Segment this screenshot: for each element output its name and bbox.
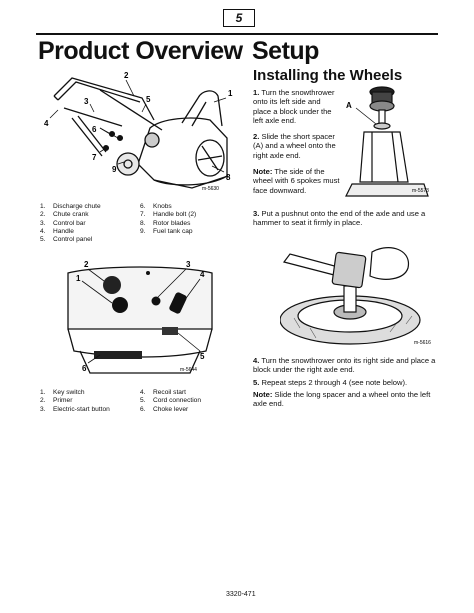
key-switch (112, 297, 128, 313)
setup-title: Setup (252, 37, 319, 65)
fig1-callout-2: 2 (124, 71, 129, 80)
panel-outline (67, 266, 213, 330)
snowthrower-body-side (359, 131, 409, 183)
legend-item: 1.Key switch (40, 389, 85, 396)
choke-lever (94, 351, 142, 359)
fig1-callout-5: 5 (146, 95, 151, 104)
product-overview-title: Product Overview (38, 37, 243, 65)
chute-outline (181, 90, 223, 127)
legend-overview-col2: 6.Knobs 7.Handle bolt (2) 8.Rotor blades… (140, 203, 196, 236)
legend-item: 1.Discharge chute (40, 203, 101, 210)
support-block (345, 183, 429, 197)
legend-item: 3.Electric-start button (40, 405, 110, 413)
fig1-callout-4: 4 (44, 119, 49, 128)
legend-item: 6.Choke lever (140, 405, 189, 413)
fig2-callout-5: 5 (200, 352, 205, 361)
legend-item: 7.Handle bolt (2) (140, 211, 197, 219)
installing-wheels-subtitle: Installing the Wheels (253, 67, 403, 84)
step-5: 5. Repeat steps 2 through 4 (see note be… (253, 378, 408, 387)
fig2-callout-3: 3 (186, 260, 191, 269)
page-number: 5 (223, 9, 255, 27)
fig1-callout-8: 8 (226, 173, 231, 182)
primer-knob (103, 276, 121, 294)
legend-item: 9.Fuel tank cap (140, 227, 193, 235)
step-4: 4. Turn the snowthrower onto its right s… (253, 356, 436, 375)
step-1: 1. Turn the snowthrower onto its left si… (253, 88, 335, 126)
fig2-callout-4: 4 (200, 270, 205, 279)
legend-panel-col2: 4.Recoil start 5.Cord connection 6.Choke… (140, 389, 201, 414)
handle-outline (53, 77, 155, 121)
step-2: 2. Slide the short spacer (A) and a whee… (253, 132, 336, 160)
fig4-tag: m-5616 (414, 340, 431, 346)
fig2-callout-2: 2 (84, 260, 89, 269)
note-2: Note: Slide the long spacer and a wheel … (253, 390, 431, 409)
electric-start-button (151, 296, 161, 306)
legend-item: 4.Handle (40, 227, 74, 235)
legend-item: 4.Recoil start (140, 389, 186, 396)
legend-overview-col1: 1.Discharge chute 2.Chute crank 3.Contro… (40, 203, 101, 244)
legend-item: 3.Control bar (40, 219, 86, 227)
recoil-start-handle (169, 292, 187, 314)
legend-item: 5.Control panel (40, 236, 93, 244)
fig1-callout-6: 6 (92, 125, 97, 134)
fig1-callout-9: 9 (112, 165, 117, 174)
figure-wheel-on-axle: A m-5573 (342, 84, 440, 200)
fig1-callout-3: 3 (84, 97, 89, 106)
fig3-tag: m-5573 (412, 188, 429, 194)
legend-item: 8.Rotor blades (140, 219, 191, 227)
legend-panel-col1: 1.Key switch 2.Primer 3.Electric-start b… (40, 389, 110, 414)
legend-item: 2.Chute crank (40, 211, 89, 219)
fig1-callout-7: 7 (92, 153, 97, 162)
fig2-tag: m-5644 (180, 367, 197, 373)
figure-hammer-pushnut: m-5616 (280, 232, 440, 350)
figure-snowthrower-overview: 1 2 3 4 5 6 7 8 9 m-5630 (42, 68, 237, 193)
hand (369, 247, 409, 280)
legend-item: 6.Knobs (140, 203, 172, 210)
fig2-callout-6: 6 (82, 364, 87, 373)
legend-item: 5.Cord connection (140, 397, 202, 405)
footer-document-code: 3320-471 (226, 591, 256, 598)
fig1-callout-1: 1 (228, 89, 233, 98)
note-1: Note: The side of the wheel with 6 spoke… (253, 167, 340, 195)
fig2-callout-1: 1 (76, 274, 81, 283)
short-spacer (373, 122, 391, 130)
fig3-callout-a: A (346, 101, 352, 110)
hammer-head (331, 251, 367, 289)
figure-control-panel: 2 1 3 4 5 6 m-5644 (60, 255, 220, 380)
header-rule (36, 33, 438, 35)
fig1-tag: m-5630 (202, 186, 219, 192)
step-3: 3. Put a pushnut onto the end of the axl… (253, 209, 426, 228)
legend-item: 2.Primer (40, 397, 73, 405)
cord-connection (162, 327, 178, 335)
